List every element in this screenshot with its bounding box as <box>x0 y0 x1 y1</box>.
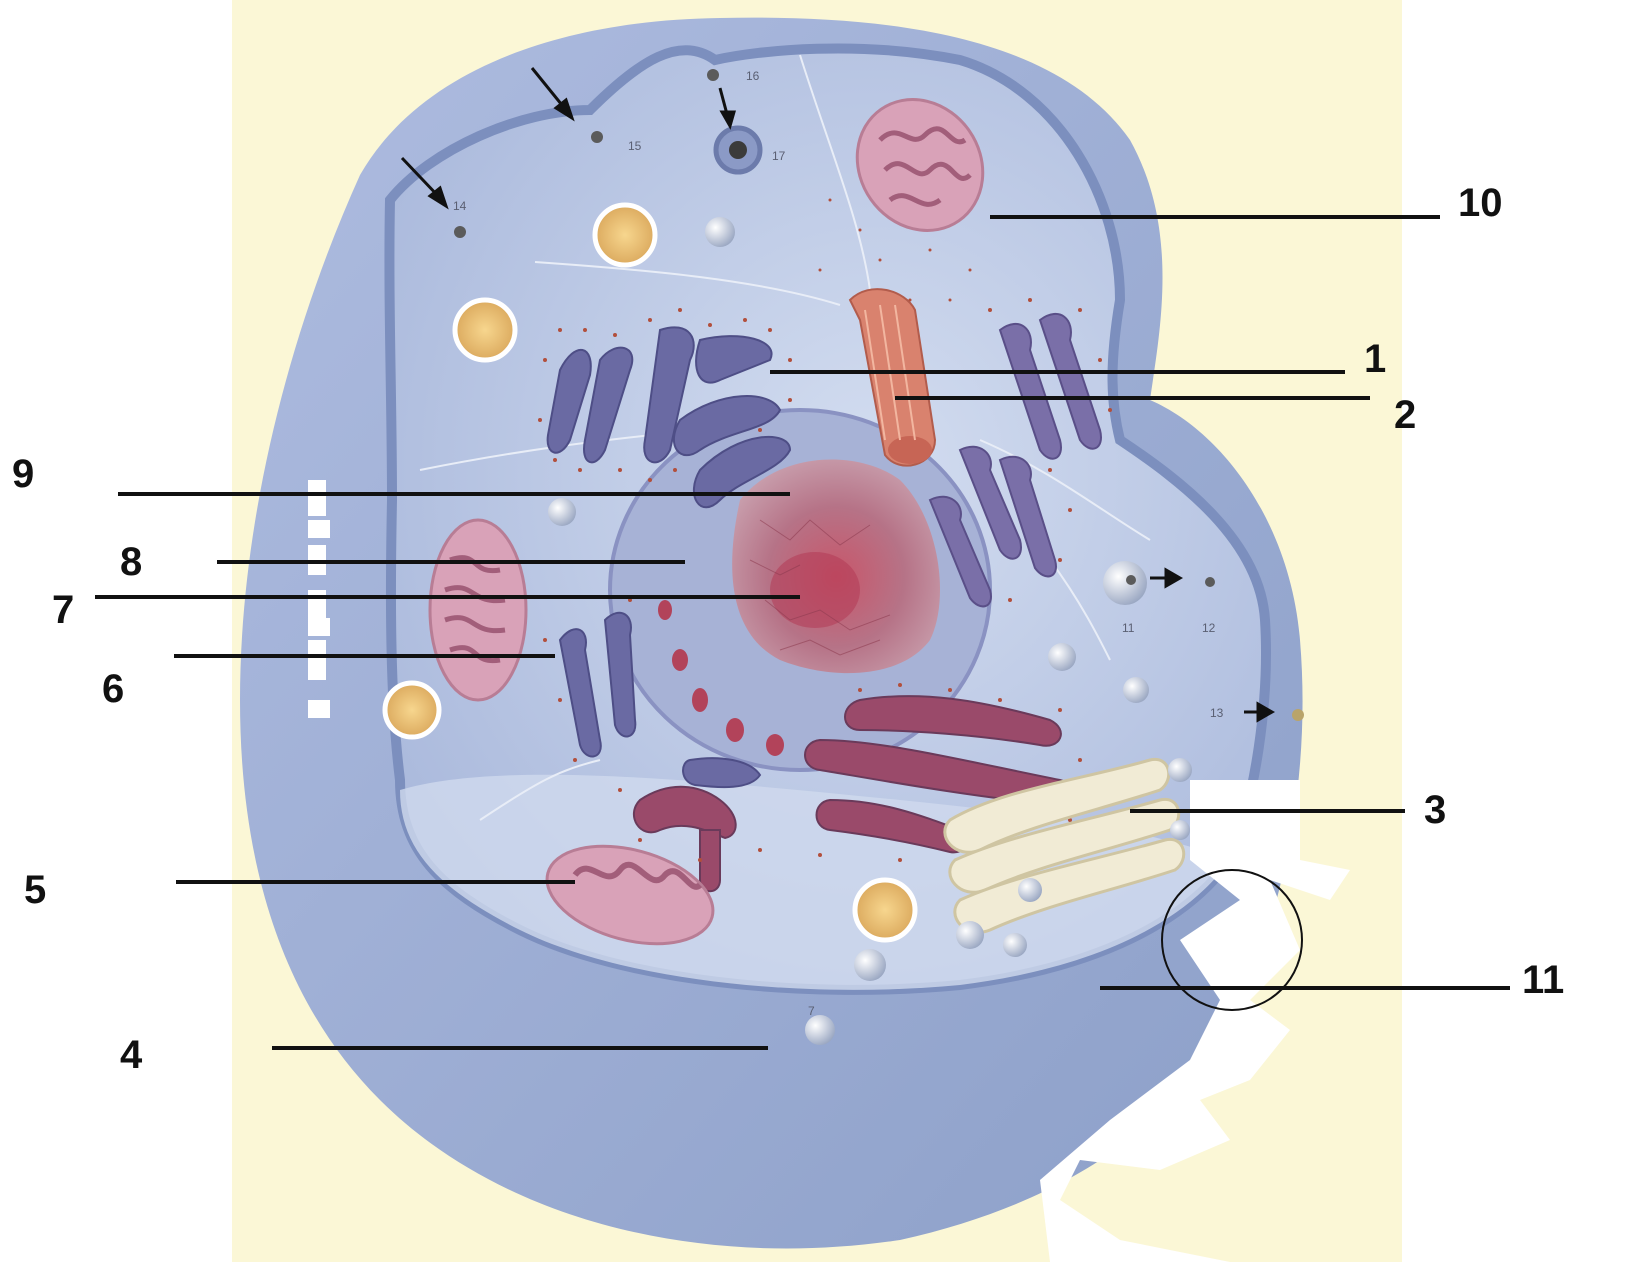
small-label-11: 11 <box>1122 621 1135 635</box>
label-4: 4 <box>120 1033 143 1077</box>
nucleolus <box>770 552 860 628</box>
label-6: 6 <box>102 667 124 711</box>
small-label-15: 15 <box>628 139 642 153</box>
label-2: 2 <box>1394 393 1416 437</box>
small-label-14: 14 <box>453 199 467 213</box>
label-10: 10 <box>1458 181 1503 225</box>
label-8: 8 <box>120 540 142 584</box>
small-label-17: 17 <box>772 149 786 163</box>
small-label-16: 16 <box>746 69 760 83</box>
small-label-12: 12 <box>1202 621 1216 635</box>
label-7: 7 <box>52 588 74 632</box>
label-9: 9 <box>12 452 34 496</box>
mitochondrion-left <box>430 520 526 700</box>
label-11: 11 <box>1522 958 1564 1002</box>
label-5: 5 <box>24 868 46 912</box>
small-label-7: 7 <box>808 1004 815 1018</box>
small-label-13: 13 <box>1210 706 1224 720</box>
label-3: 3 <box>1424 788 1446 832</box>
label-1: 1 <box>1364 337 1386 381</box>
